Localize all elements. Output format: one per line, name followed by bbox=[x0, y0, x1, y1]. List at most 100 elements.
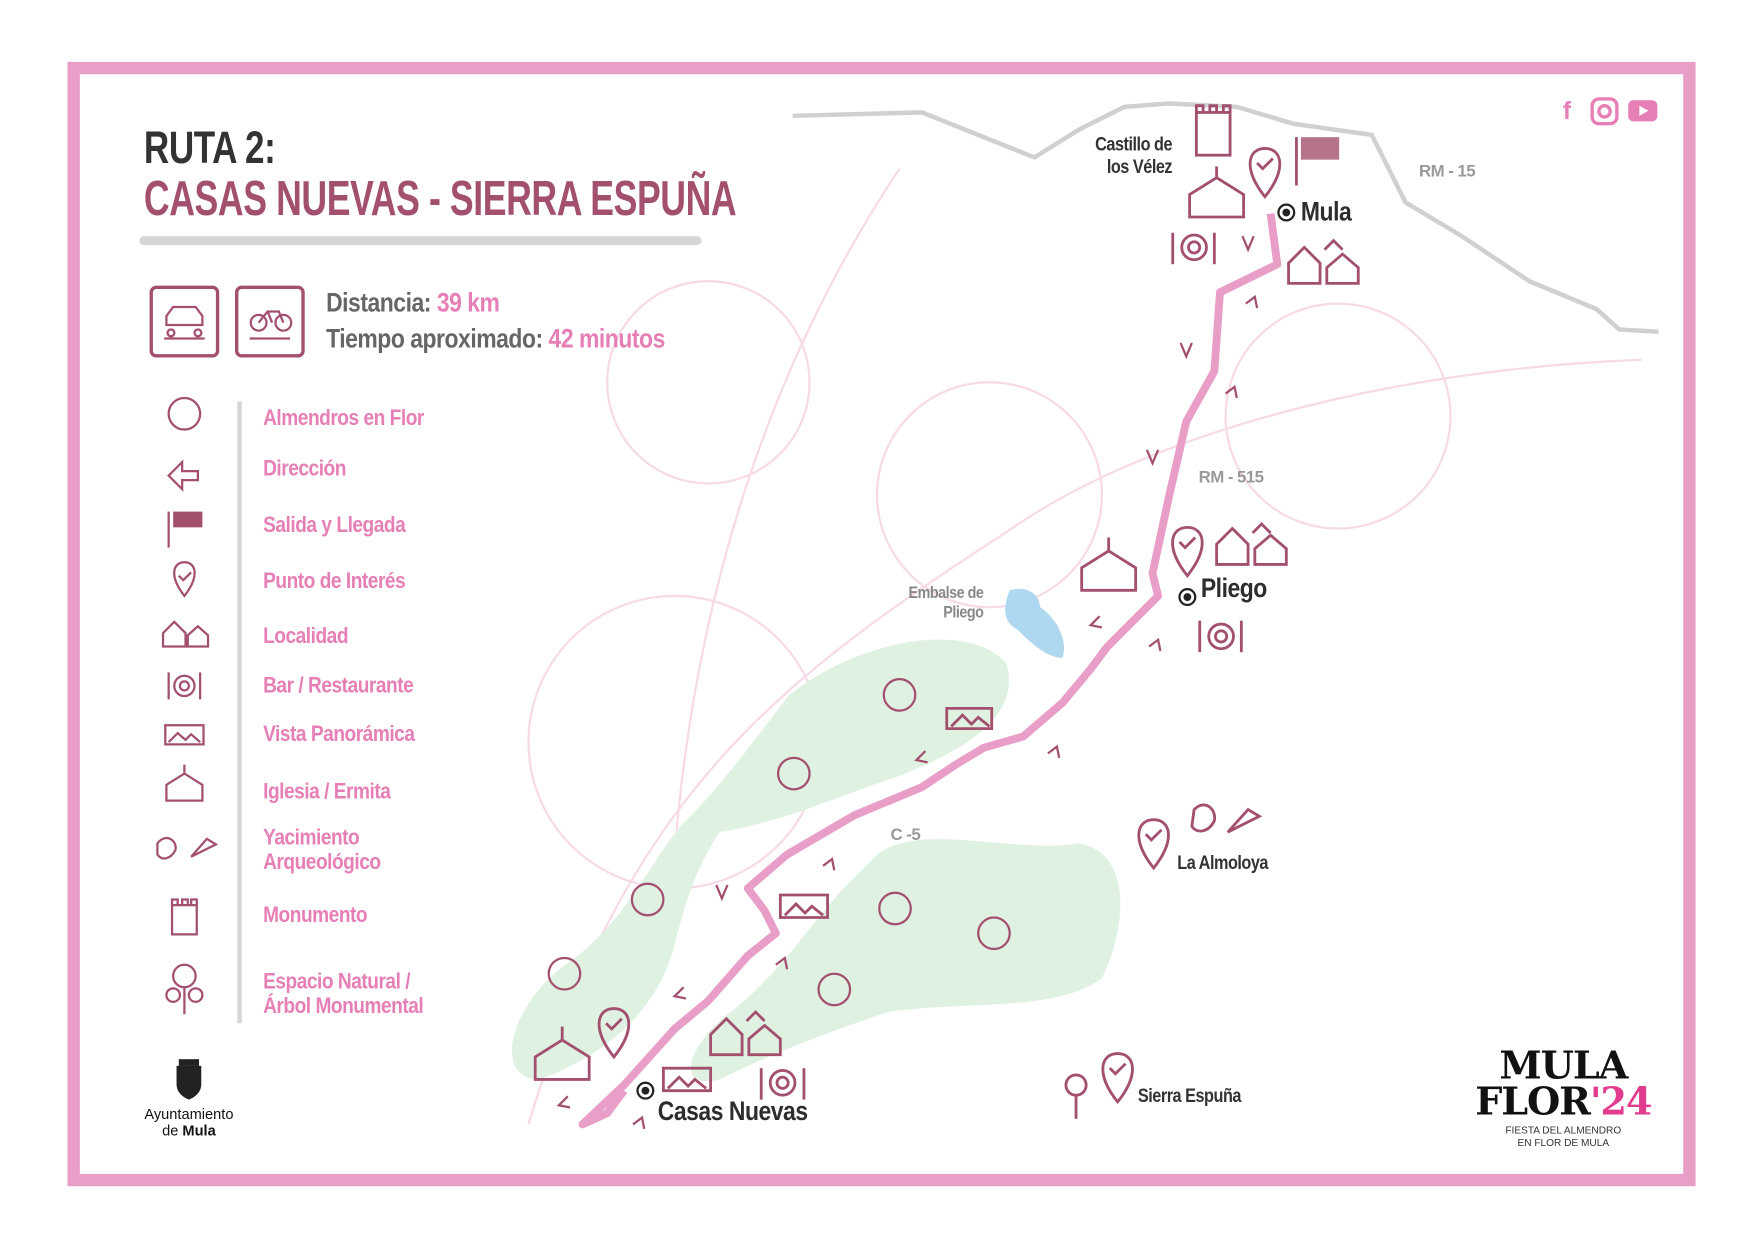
legend-item-espacio-l1: Espacio Natural / bbox=[263, 969, 411, 994]
distance-label: Distancia: bbox=[326, 287, 431, 319]
houses-icon-casas-nuevas bbox=[709, 1009, 782, 1057]
direction-arrow-icon bbox=[167, 459, 200, 492]
label-sierra-espuna: Sierra Espuña bbox=[1137, 1085, 1242, 1107]
legend-item-yacimiento-l2: Arqueológico bbox=[263, 850, 381, 875]
restaurant-icon bbox=[167, 672, 202, 700]
facebook-icon[interactable]: f bbox=[1562, 96, 1572, 125]
almond-flower-icons bbox=[547, 678, 1011, 1007]
church-icon-mula bbox=[1188, 166, 1245, 219]
legend-item-localidad: Localidad bbox=[263, 624, 349, 649]
pin-icon-mula bbox=[1248, 147, 1282, 200]
tree-icon-sierra-espuna bbox=[1064, 1073, 1088, 1119]
label-rm-15: RM - 15 bbox=[1418, 161, 1476, 182]
time-label: Tiempo aproximado: bbox=[326, 323, 543, 355]
pin-icon-sierra-espuna bbox=[1101, 1052, 1134, 1105]
title-route-number: RUTA 2: bbox=[143, 123, 276, 174]
church-icon bbox=[165, 764, 204, 802]
pin-icon-pliego bbox=[1171, 525, 1204, 578]
green-area-north bbox=[511, 639, 1009, 1080]
legend-item-monumento: Monumento bbox=[263, 902, 368, 928]
green-area-south bbox=[690, 839, 1121, 1082]
label-pliego: Pliego bbox=[1200, 573, 1267, 604]
coat-of-arms-icon bbox=[176, 1059, 202, 1100]
legend-item-espacio-natural: Espacio Natural /Árbol Monumental bbox=[263, 969, 424, 1019]
legend-item-yacimiento-l1: Yacimiento bbox=[263, 825, 360, 851]
time-value: 42 minutos bbox=[548, 323, 666, 355]
ayuntamiento-logo: Ayuntamiento de Mula bbox=[133, 1057, 245, 1139]
label-casas-nuevas: Casas Nuevas bbox=[657, 1096, 808, 1127]
panorama-icon bbox=[164, 724, 205, 746]
road-rm-15 bbox=[792, 101, 1659, 334]
map-start-dots bbox=[636, 203, 1296, 1100]
youtube-icon[interactable] bbox=[1628, 100, 1659, 122]
tree-icon bbox=[165, 963, 204, 1015]
church-icon-casas-nuevas bbox=[533, 1026, 591, 1081]
route-line bbox=[578, 213, 1282, 1129]
houses-icon bbox=[161, 620, 210, 648]
pink-frame bbox=[67, 61, 1696, 1187]
legend-item-vista: Vista Panorámica bbox=[263, 721, 415, 747]
houses-icon-pliego bbox=[1215, 521, 1288, 566]
logo-mula: MULA bbox=[1499, 1043, 1628, 1089]
almond-flower-icon bbox=[167, 396, 202, 431]
map-pin-icon bbox=[173, 561, 196, 598]
direction-arrows bbox=[556, 235, 1259, 1130]
panorama-icon-1 bbox=[945, 706, 994, 731]
church-icon-pliego bbox=[1080, 537, 1138, 592]
pin-icon-almoloya bbox=[1137, 818, 1170, 871]
checkered-flag-icon-mula bbox=[1295, 137, 1340, 186]
archaeology-icon bbox=[156, 836, 219, 860]
title-divider bbox=[139, 236, 702, 246]
archaeology-icon-almoloya bbox=[1190, 803, 1263, 834]
checkered-flag-icon bbox=[167, 511, 203, 548]
label-mula: Mula bbox=[1300, 196, 1352, 228]
label-rm-515: RM - 515 bbox=[1198, 467, 1264, 487]
panorama-icon-2 bbox=[778, 893, 829, 919]
legend-item-salida: Salida y Llegada bbox=[263, 512, 406, 538]
legend-item-espacio-l2: Árbol Monumental bbox=[263, 993, 424, 1019]
legend-item-iglesia: Iglesia / Ermita bbox=[263, 779, 391, 804]
map-icons bbox=[533, 104, 1360, 1119]
time-info: Tiempo aproximado: 42 minutos bbox=[326, 324, 665, 355]
label-la-almoloya: La Almoloya bbox=[1177, 852, 1268, 874]
panorama-icon-3 bbox=[661, 1066, 713, 1093]
tower-icon-castillo bbox=[1194, 104, 1232, 157]
embalse-l2: Pliego bbox=[943, 602, 984, 622]
legend-item-restaurante: Bar / Restaurante bbox=[263, 673, 414, 699]
ayto-line2: de Mula bbox=[133, 1122, 245, 1139]
ayto-line1: Ayuntamiento bbox=[144, 1105, 234, 1123]
legend-icons bbox=[156, 396, 219, 1015]
restaurant-icon-mula bbox=[1171, 232, 1216, 265]
label-c-5: C -5 bbox=[890, 825, 921, 845]
distance-info: Distancia: 39 km bbox=[326, 287, 500, 319]
car-icon bbox=[149, 285, 220, 358]
pin-icon-casas-nuevas bbox=[597, 1007, 631, 1060]
restaurant-icon-pliego bbox=[1198, 620, 1243, 653]
restaurant-icon-casas-nuevas bbox=[759, 1068, 806, 1100]
logo-year: '24 bbox=[1589, 1079, 1653, 1125]
embalse-l1: Embalse de bbox=[908, 583, 984, 603]
legend-divider bbox=[237, 401, 242, 1024]
distance-value: 39 km bbox=[436, 287, 500, 319]
bicycle-icon bbox=[234, 285, 305, 358]
legend-item-direccion: Dirección bbox=[263, 456, 346, 482]
ayto-mula: Mula bbox=[182, 1122, 216, 1140]
ayto-de: de bbox=[162, 1122, 183, 1140]
instagram-icon[interactable] bbox=[1590, 97, 1621, 126]
logo-sub2: EN FLOR DE MULA bbox=[1517, 1136, 1610, 1149]
castillo-l2: los Vélez bbox=[1106, 156, 1173, 178]
tower-icon bbox=[170, 898, 198, 936]
legend-item-punto-interes: Punto de Interés bbox=[263, 568, 406, 594]
logo-flor-text: FLOR bbox=[1475, 1079, 1591, 1125]
logo-flor: FLOR'24 bbox=[1475, 1083, 1652, 1121]
title-route-name: CASAS NUEVAS - SIERRA ESPUÑA bbox=[143, 170, 737, 227]
lake-embalse-de-pliego bbox=[1005, 588, 1065, 658]
houses-icon-mula bbox=[1287, 238, 1360, 285]
